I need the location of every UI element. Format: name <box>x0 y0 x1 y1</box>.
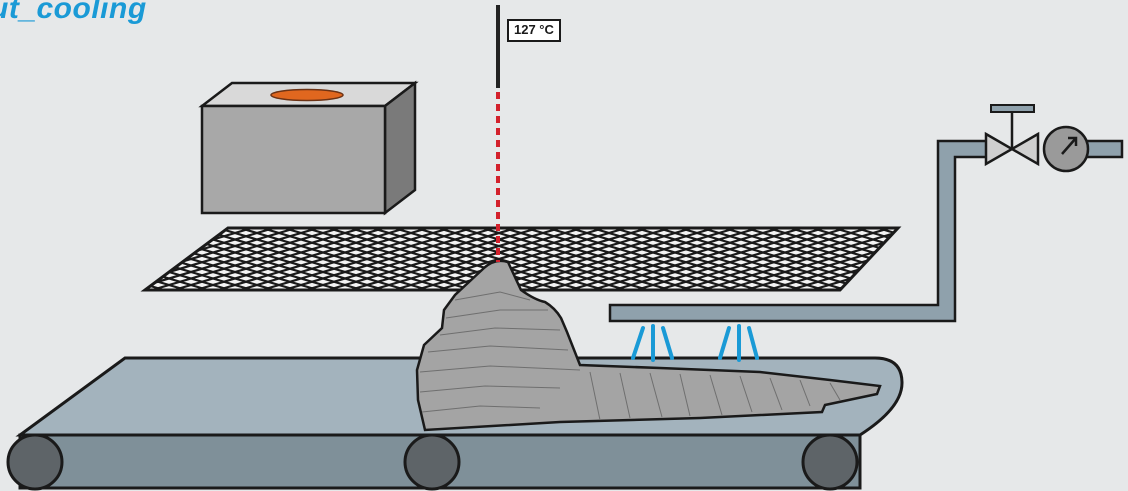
mesh-strand <box>173 228 385 290</box>
mesh-strand <box>0 228 10 290</box>
mesh-strand <box>701 228 898 290</box>
mesh-strand <box>151 228 363 290</box>
box-front <box>200 104 387 215</box>
mesh-strand <box>327 228 539 290</box>
mesh-strand <box>988 228 1128 290</box>
mesh-strand <box>613 228 825 290</box>
mesh-strand <box>349 228 561 290</box>
mesh-strand <box>635 228 847 290</box>
mesh-strand <box>944 228 1128 290</box>
mesh-strand <box>145 228 231 290</box>
mesh-strand <box>503 228 715 290</box>
mesh-strand <box>371 228 583 290</box>
valve-icon <box>984 104 1040 167</box>
mesh-strand <box>1032 228 1128 290</box>
mesh-strand <box>415 228 627 290</box>
mesh-strand <box>1076 228 1128 290</box>
spray-jet <box>747 326 759 360</box>
mesh-strand <box>877 228 898 290</box>
valve-handle <box>990 104 1035 113</box>
mesh-strand <box>239 228 451 290</box>
mesh-strand <box>547 228 759 290</box>
pipe-outlet <box>1083 139 1124 159</box>
mesh-strand <box>1076 228 1128 290</box>
mesh-grid-icon <box>0 226 1128 292</box>
mesh-strand <box>145 228 319 290</box>
mesh-strand <box>944 228 1128 290</box>
mesh-strand <box>145 228 297 290</box>
mesh-strand <box>145 228 165 290</box>
mesh-strand <box>966 228 1128 290</box>
mesh-strand <box>811 228 898 290</box>
mesh-strand <box>305 228 517 290</box>
mesh-strand <box>1010 228 1128 290</box>
mesh-strand <box>145 228 341 290</box>
mesh-strand <box>833 228 898 290</box>
valve-left-wing <box>984 131 1015 167</box>
mesh-strand <box>0 228 76 290</box>
gauge-needle-tip <box>1068 136 1078 146</box>
diagram-title: ut_cooling <box>0 0 147 25</box>
mesh-strand <box>0 228 32 290</box>
mesh-strand <box>283 228 495 290</box>
mesh-strand <box>195 228 407 290</box>
roller-left <box>6 433 64 491</box>
pressure-gauge-icon <box>1042 125 1090 173</box>
mesh-strand <box>1098 228 1128 290</box>
roller-middle <box>403 433 461 491</box>
mesh-strand <box>1054 228 1128 290</box>
mesh-strand <box>145 228 165 290</box>
material-grain <box>419 291 841 421</box>
material-workpiece <box>415 259 882 432</box>
furnace-port <box>270 88 344 102</box>
valve-right-wing <box>1009 131 1040 167</box>
mesh-strand <box>877 228 898 290</box>
mesh-strand <box>745 228 898 290</box>
mesh-border <box>140 226 902 292</box>
mesh-strand <box>679 228 891 290</box>
mesh-strand <box>261 228 473 290</box>
mesh-strand <box>0 228 76 290</box>
spray-jet <box>661 326 674 360</box>
mesh-strand <box>657 228 869 290</box>
mesh-strand <box>966 228 1128 290</box>
mesh-strand <box>0 228 54 290</box>
mesh-strand <box>1098 228 1128 290</box>
spray-jet <box>631 326 645 360</box>
mesh-strand <box>0 228 98 290</box>
mesh-strand <box>0 228 120 290</box>
mesh-strand <box>1032 228 1128 290</box>
mesh-strand <box>900 228 1110 290</box>
mesh-strand <box>393 228 605 290</box>
mesh-strand <box>0 228 10 290</box>
mesh-strand <box>0 228 142 290</box>
mesh-strand <box>0 228 98 290</box>
heater-box-icon <box>198 80 419 216</box>
mesh-strand <box>569 228 781 290</box>
spray-jet <box>718 326 731 360</box>
mesh-strand <box>1054 228 1128 290</box>
mesh-strand <box>723 228 898 290</box>
box-side <box>383 80 417 216</box>
temperature-readout: 127 °C <box>507 19 561 42</box>
mesh-strand <box>900 228 1110 290</box>
water-spray <box>631 324 759 362</box>
mesh-strand <box>0 228 54 290</box>
mesh-strand <box>217 228 429 290</box>
mesh-strand <box>525 228 737 290</box>
mesh-strand <box>591 228 803 290</box>
mesh-strand <box>811 228 898 290</box>
gauge-needle <box>1061 137 1077 155</box>
mesh-strand <box>0 228 142 290</box>
mesh-strand <box>1010 228 1128 290</box>
mesh-strand <box>0 228 120 290</box>
mesh-strand <box>0 228 32 290</box>
mesh-strand <box>988 228 1128 290</box>
roller-right <box>801 433 859 491</box>
mesh-strand <box>145 228 209 290</box>
